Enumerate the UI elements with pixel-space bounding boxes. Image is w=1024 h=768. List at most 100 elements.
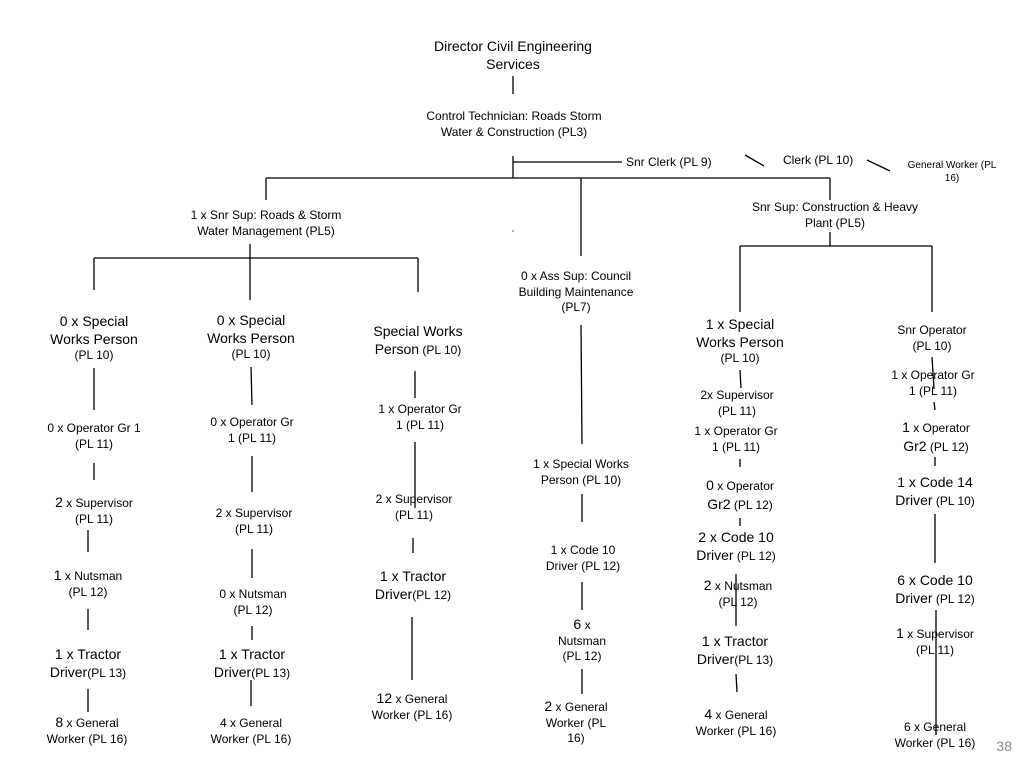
c4-general-worker-line-1: 2 x General: [511, 697, 641, 716]
c2-operator-line-1: 0 x Operator Gr: [210, 415, 294, 429]
node-general-worker-top-line-1: General Worker (PL: [907, 160, 997, 171]
c3-operator-line-1: 1 x Operator Gr: [378, 402, 462, 416]
c2-supervisor: 2 x Supervisor (PL 11): [194, 506, 314, 537]
c1-nutsman-title: x Nutsman: [61, 569, 123, 583]
c5-code10-driver: 2 x Code 10 Driver (PL 12): [676, 528, 796, 565]
c6-line-1: [931, 356, 935, 390]
node-roads-storm-sup: 1 x Snr Sup: Roads & Storm Water Managem…: [166, 208, 366, 239]
c5-operator-gr1-line-2: 1 (PL 11): [711, 439, 761, 454]
c1-special-works-person-line-1: 0 x Special: [59, 313, 129, 329]
c5-general-worker-count: 4: [704, 706, 713, 722]
c3-operator: 1 x Operator Gr 1 (PL 11): [360, 402, 480, 433]
c4-code10-driver-line-2: Driver (PL 12): [545, 558, 621, 573]
c5-tractor-driver-grade: (PL 13): [734, 653, 774, 668]
node-council-building-sup-line-1: 0 x Ass Sup: Council: [520, 269, 632, 283]
c5-operator-gr1: 1 x Operator Gr 1 (PL 11): [676, 424, 796, 455]
c6-operator-gr2-line-2: Gr2 (PL 12): [876, 437, 996, 456]
c1-general-worker-title: x General: [63, 716, 119, 730]
c1-special-works-person-line-3: (PL 10): [74, 348, 114, 363]
c1-general-worker-line-1: 8 x General: [27, 713, 147, 732]
c1-general-worker-line-2: Worker (PL 16): [46, 731, 128, 746]
c3-tractor-driver-line-2: Driver(PL 12): [353, 585, 473, 604]
node-council-building-sup: 0 x Ass Sup: Council Building Maintenanc…: [506, 269, 646, 316]
c6-operator-gr2: 1 x Operator Gr2 (PL 12): [876, 418, 996, 455]
c5-operator-gr1-line-1: 1 x Operator Gr: [694, 424, 778, 438]
c3-special-works-person-role: Person: [374, 341, 420, 358]
c6-operator-gr2-line-1: 1 x Operator: [876, 418, 996, 437]
c4-nutsman-x: x: [584, 618, 591, 632]
node-council-building-sup-line-3: (PL7): [561, 300, 591, 315]
c2-special-works-person: 0 x Special Works Person (PL 10): [191, 311, 311, 363]
c5-special-works-person-line-2: Works Person: [696, 334, 784, 351]
c1-tractor-driver-role: Driver: [49, 664, 88, 681]
c3-supervisor: 2 x Supervisor (PL 11): [354, 492, 474, 523]
c6-code14-driver-line-1: 1 x Code 14: [897, 474, 973, 490]
node-general-worker-top-line-2: 16): [944, 173, 960, 184]
c4-nutsman-line-1: 6 x: [517, 615, 647, 634]
c2-nutsman: 0 x Nutsman (PL 12): [193, 587, 313, 618]
c4-special-works-person-line-1: 1 x Special Works: [533, 457, 629, 471]
c5-line-1: [739, 369, 742, 389]
c4-special-works-person-line-2: Person (PL 10): [540, 472, 622, 487]
c5-nutsman-line-1: 2 x Nutsman: [678, 576, 798, 595]
c2-tractor-driver-line-1: 1 x Tractor: [218, 646, 286, 662]
c4-nutsman-line-3: (PL 12): [562, 649, 602, 664]
c1-supervisor-line-2: (PL 11): [74, 511, 113, 526]
c3-tractor-driver-role: Driver: [374, 586, 413, 603]
c6-operator-gr1-line-2: 1 (PL 11): [908, 383, 958, 398]
c1-tractor-driver-line-2: Driver(PL 13): [28, 663, 148, 682]
node-director: Director Civil Engineering Services: [413, 37, 613, 73]
c1-general-worker-count: 8: [55, 714, 64, 730]
c5-general-worker-line-1: 4 x General: [676, 705, 796, 724]
c6-snr-operator: Snr Operator (PL 10): [872, 323, 992, 354]
c1-nutsman-line-2: (PL 12): [68, 584, 108, 599]
c5-tractor-driver-role: Driver: [696, 651, 735, 668]
c5-general-worker-title: x General: [712, 708, 768, 722]
c6-supervisor-title: x Supervisor: [903, 627, 974, 641]
c2-nutsman-line-2: (PL 12): [233, 602, 273, 617]
c6-snr-operator-line-1: Snr Operator: [897, 323, 967, 337]
c4-special-works-person: 1 x Special Works Person (PL 10): [516, 457, 646, 488]
c2-special-works-person-line-2: Works Person: [207, 330, 295, 347]
c6-code10-driver: 6 x Code 10 Driver (PL 12): [875, 571, 995, 608]
connector-clerk-a: [744, 154, 765, 167]
c6-operator-gr2-grade: (PL 12): [926, 439, 969, 454]
c1-tractor-driver-grade: (PL 13): [87, 666, 127, 681]
c1-supervisor-title: x Supervisor: [62, 496, 133, 510]
node-general-worker-top: General Worker (PL 16): [896, 159, 1008, 185]
c1-supervisor-line-1: 2 x Supervisor: [34, 493, 154, 512]
c1-tractor-driver-line-1: 1 x Tractor: [54, 646, 122, 662]
c6-operator-gr1: 1 x Operator Gr 1 (PL 11): [873, 368, 993, 399]
c5-supervisor-line-2: (PL 11): [717, 403, 756, 418]
c5-code10-driver-role: Driver: [696, 547, 734, 564]
node-council-building-sup-line-2: Building Maintenance: [518, 284, 634, 299]
c1-nutsman: 1 x Nutsman (PL 12): [28, 566, 148, 600]
c1-supervisor: 2 x Supervisor (PL 11): [34, 493, 154, 527]
c6-snr-operator-line-2: (PL 10): [912, 338, 952, 353]
c1-operator: 0 x Operator Gr 1 (PL 11): [34, 421, 154, 452]
c6-general-worker-line-1: 6 x General: [903, 720, 967, 734]
c2-supervisor-line-1: 2 x Supervisor: [215, 506, 293, 520]
c3-tractor-driver-grade: (PL 12): [412, 588, 452, 603]
c5-operator-gr2-line-2: Gr2 (PL 12): [680, 495, 800, 514]
node-clerk: Clerk (PL 10): [783, 153, 854, 167]
c6-code10-driver-line-1: 6 x Code 10: [897, 572, 973, 588]
c1-supervisor-count: 2: [55, 494, 63, 510]
c6-code10-driver-role: Driver: [895, 590, 933, 607]
c5-code10-driver-grade: (PL 12): [733, 549, 776, 564]
c6-supervisor-line-1: 1 x Supervisor: [875, 624, 995, 643]
c4-general-worker-line-3: 16): [567, 731, 585, 746]
c5-operator-gr2-count: 0: [706, 477, 714, 493]
c5-nutsman-title: x Nutsman: [711, 579, 773, 593]
c3-general-worker: 12 x General Worker (PL 16): [352, 689, 472, 723]
c6-operator-gr2-count: 1: [902, 419, 910, 435]
c3-special-works-person: Special Works Person (PL 10): [358, 322, 478, 359]
c1-special-works-person: 0 x Special Works Person (PL 10): [34, 312, 154, 364]
c2-operator-line-2: 1 (PL 11): [227, 430, 277, 445]
c3-special-works-person-grade: (PL 10): [419, 343, 462, 358]
c6-line-2: [933, 401, 936, 411]
c3-supervisor-line-1: 2 x Supervisor: [375, 492, 453, 506]
c5-operator-gr2-grade-name: Gr2: [707, 495, 731, 512]
c3-special-works-person-line-1: Special Works: [373, 323, 463, 339]
